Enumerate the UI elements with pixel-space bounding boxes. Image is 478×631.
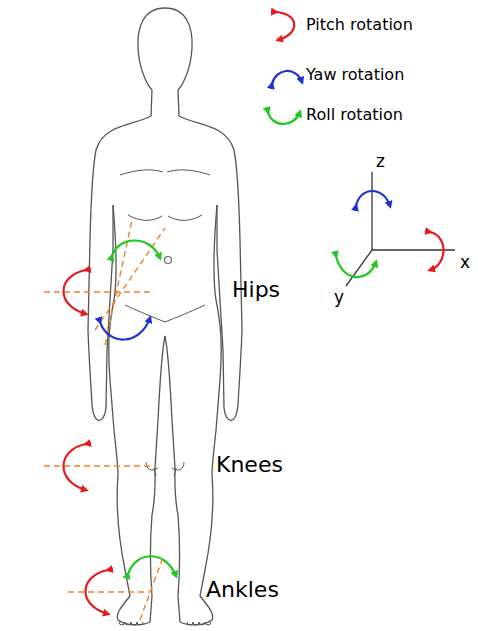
legend-text: Yaw rotation	[306, 66, 404, 84]
joint-label: Knees	[216, 453, 283, 477]
joint-label: Hips	[232, 278, 280, 302]
axis-label: z	[376, 152, 385, 171]
axis-label: x	[460, 253, 470, 272]
axis-label: y	[334, 288, 344, 307]
legend-text: Pitch rotation	[306, 16, 413, 34]
joint-label: Ankles	[206, 578, 279, 602]
legend-text: Roll rotation	[306, 106, 403, 124]
